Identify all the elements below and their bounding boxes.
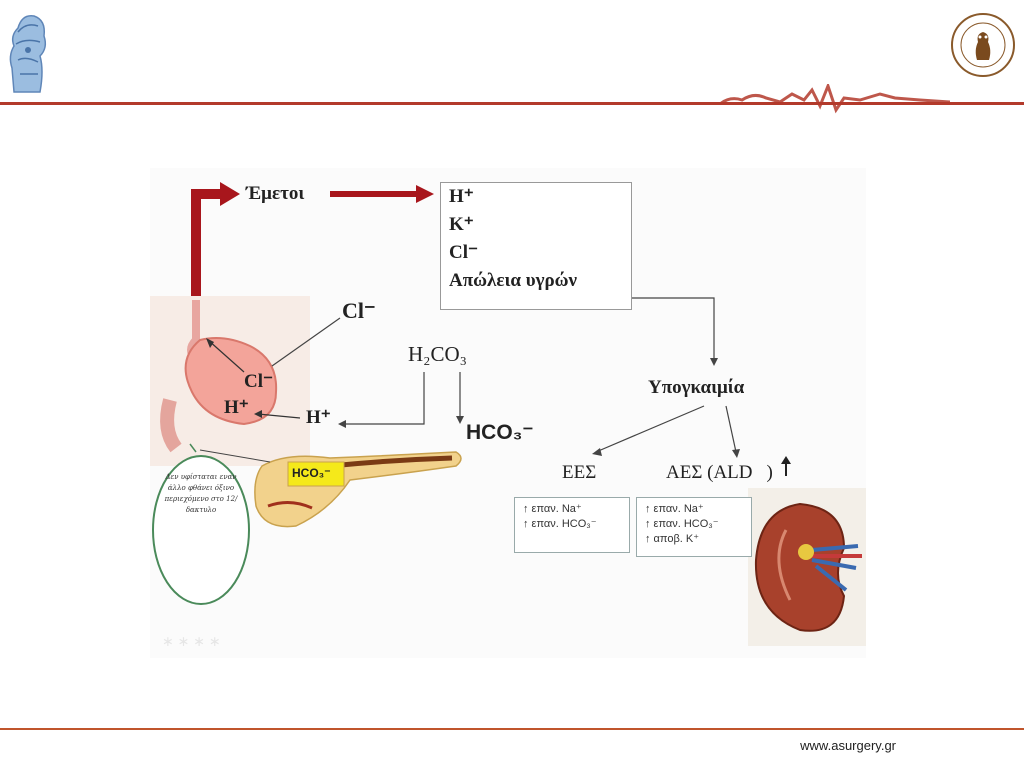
ees-label: ΕΕΣ xyxy=(562,462,597,483)
note-bubble-text: Δεν υφίσταται εναν άλλο φθάνει όξινο περ… xyxy=(164,473,238,514)
pancreas-hco3-label: HCO₃⁻ xyxy=(292,466,331,480)
aes-text: ΑΕΣ (ALD xyxy=(666,462,753,483)
footer-url[interactable]: www.asurgery.gr xyxy=(800,738,896,753)
h2co3-label: H₂CO₃ xyxy=(408,342,467,366)
hypokalemia-label: Υπογκαιμία xyxy=(648,377,745,398)
stomach-illustration xyxy=(184,337,278,426)
footer-divider xyxy=(0,728,1024,730)
loss-k: K⁺ xyxy=(449,214,474,235)
stomach-cl-top-label: Cl⁻ xyxy=(342,298,376,323)
svg-text:∗ ∗ ∗ ∗: ∗ ∗ ∗ ∗ xyxy=(162,633,221,649)
aes-effects-box: ↑ επαν. Na⁺ ↑ επαν. HCO₃⁻ ↑ αποβ. K⁺ xyxy=(636,497,752,557)
hco3-label: HCO₃⁻ xyxy=(466,421,534,444)
aes-item-k: ↑ αποβ. K⁺ xyxy=(645,533,700,545)
kidney-illustration xyxy=(754,502,846,632)
losses-box: H⁺ K⁺ Cl⁻ Απώλεια υγρών xyxy=(440,182,632,310)
aes-label: ΑΕΣ (ALD) xyxy=(666,462,773,483)
stomach-h-label: H⁺ xyxy=(224,397,249,418)
athena-logo xyxy=(9,15,47,93)
university-seal xyxy=(951,13,1015,77)
stomach-cl-label: Cl⁻ xyxy=(244,371,274,392)
loss-cl: Cl⁻ xyxy=(449,242,479,263)
header-divider xyxy=(0,102,1024,105)
aes-item-na: ↑ επαν. Na⁺ xyxy=(645,503,704,515)
vomiting-arrowhead-1 xyxy=(220,182,240,206)
vomiting-arrowhead-2 xyxy=(416,185,434,203)
vomiting-path-arrow xyxy=(191,189,222,300)
ees-item-hco3: ↑ επαν. HCO₃⁻ xyxy=(523,518,597,530)
vomiting-label: Έμετοι xyxy=(246,183,305,204)
aes-item-hco3: ↑ επαν. HCO₃⁻ xyxy=(645,518,719,530)
header-ecg-wave xyxy=(720,84,950,114)
h-plus-mid-label: H⁺ xyxy=(306,407,331,428)
pancreas-hco3-label-bg xyxy=(287,461,345,487)
ees-item-na: ↑ επαν. Na⁺ xyxy=(523,503,582,515)
ees-effects-box: ↑ επαν. Na⁺ ↑ επαν. HCO₃⁻ xyxy=(514,497,630,553)
note-bubble xyxy=(152,455,250,605)
loss-h: H⁺ xyxy=(449,186,474,207)
loss-fluids: Απώλεια υγρών xyxy=(449,270,578,291)
